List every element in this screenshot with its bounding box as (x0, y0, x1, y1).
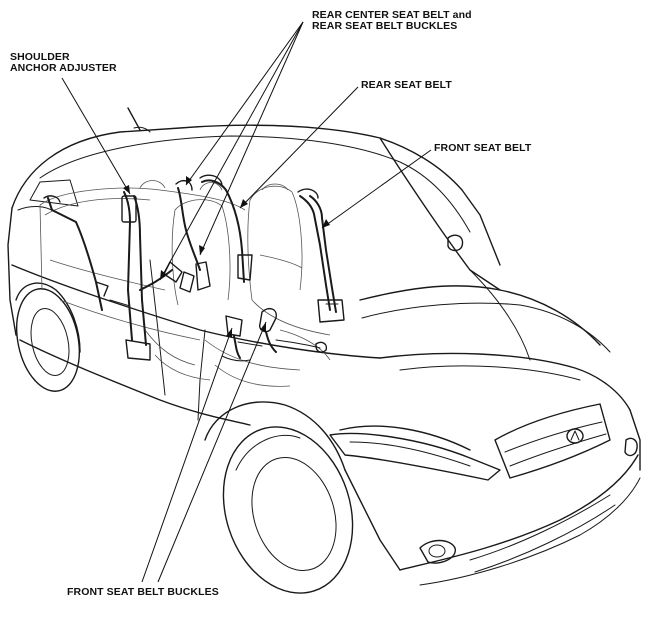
leader-lines (61, 21, 432, 583)
label-rear-center-seat-belt-and-buckles: REAR CENTER SEAT BELT and REAR SEAT BELT… (312, 10, 472, 32)
label-rear-seat-belt: REAR SEAT BELT (361, 79, 452, 91)
leader-arrow (260, 322, 266, 332)
leader-arrow (226, 328, 232, 338)
leader-arrow (240, 199, 248, 208)
label-line: ANCHOR ADJUSTER (10, 62, 117, 74)
vehicle-body (7, 107, 641, 594)
leader-arrow (199, 245, 205, 255)
label-front-seat-belt: FRONT SEAT BELT (434, 142, 532, 154)
interior-seats (39, 180, 331, 387)
seat-belts (43, 174, 345, 362)
label-line: SHOULDER (10, 51, 70, 63)
label-line: REAR SEAT BELT BUCKLES (312, 20, 458, 32)
label-line: REAR CENTER SEAT BELT and (312, 9, 472, 21)
leader-arrow (160, 270, 166, 280)
leader-arrow (186, 176, 192, 185)
leader-arrow (322, 219, 330, 228)
label-front-seat-belt-buckles: FRONT SEAT BELT BUCKLES (67, 586, 219, 598)
label-shoulder-anchor-adjuster: SHOULDER ANCHOR ADJUSTER (10, 52, 117, 74)
leader-arrow (123, 185, 130, 194)
